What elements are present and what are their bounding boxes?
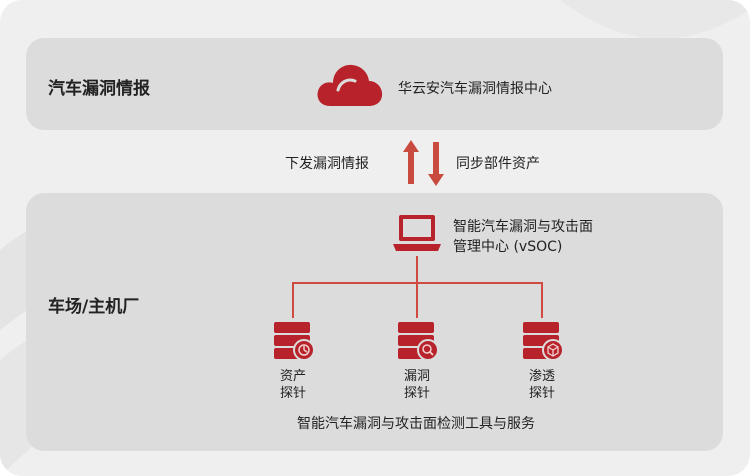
asset-probe-label-line1: 资产: [279, 369, 306, 384]
connector-branch-vuln: [416, 282, 418, 318]
vuln-probe-label-line2: 探针: [403, 386, 430, 401]
plant-panel: [26, 193, 723, 451]
laptop-icon: [393, 215, 441, 251]
pentest-probe-label-line2: 探针: [528, 386, 555, 401]
intel-center-label: 华云安汽车漏洞情报中心: [398, 81, 552, 97]
vuln-probe-label: 漏洞 探针: [397, 368, 437, 402]
vuln-probe-label-line1: 漏洞: [403, 369, 430, 384]
pentest-probe-label: 渗透 探针: [522, 368, 562, 402]
plant-panel-title: 车场/主机厂: [48, 297, 140, 317]
asset-probe-label-line2: 探针: [279, 386, 306, 401]
connector-branch-asset: [292, 282, 294, 318]
asset-probe-label: 资产 探针: [273, 368, 313, 402]
connector-branch-pentest: [541, 282, 543, 318]
asset-probe-icon: [274, 322, 315, 361]
pentest-probe-label-line1: 渗透: [528, 369, 555, 384]
connector-trunk: [416, 256, 418, 282]
intel-panel-title: 汽车漏洞情报: [48, 79, 150, 99]
vuln-probe-icon: [398, 322, 439, 361]
vsoc-label-line2: 管理中心 (vSOC): [453, 239, 563, 255]
up-arrow-label: 同步部件资产: [456, 156, 540, 172]
vsoc-label-line1: 智能汽车漏洞与攻击面: [453, 219, 593, 235]
cloud-icon: [317, 64, 383, 106]
tools-services-footer: 智能汽车漏洞与攻击面检测工具与服务: [297, 416, 535, 432]
pentest-probe-icon: [523, 322, 564, 361]
sync-arrows-icon: [403, 140, 444, 186]
down-arrow-label: 下发漏洞情报: [285, 156, 369, 172]
